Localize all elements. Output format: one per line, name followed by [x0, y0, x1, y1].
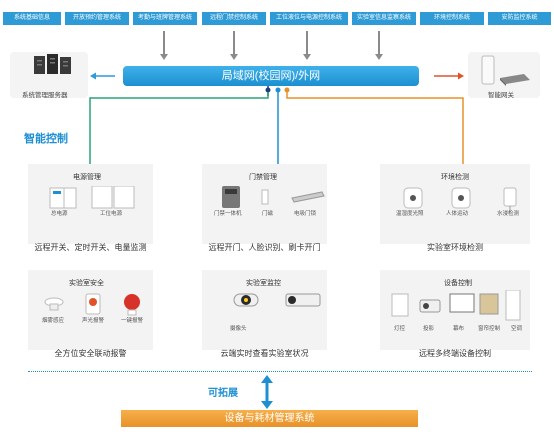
tab-environment[interactable]: 环境控制系统 [420, 12, 484, 25]
card-title: 实验室安全 [69, 280, 104, 287]
server-box [10, 52, 88, 98]
expand-label: 可拓展 [208, 388, 238, 399]
tab-station-power[interactable]: 工位液位与电源控制系统 [270, 12, 348, 25]
device-label: 人体运动 [446, 211, 469, 217]
access-devices-icon [222, 186, 325, 208]
device-label: 温湿度光照 [396, 211, 424, 217]
double-arrow-vertical-icon [261, 375, 273, 409]
card-title: 实验室监控 [246, 280, 281, 287]
device-label: 窗帘控制 [478, 326, 501, 332]
gateway-box [468, 52, 540, 98]
arrow-down-icon [160, 31, 168, 60]
arrow-down-icon [303, 31, 311, 60]
device-label: 总电源 [51, 211, 68, 217]
tab-basic-info[interactable]: 系统基础信息 [3, 12, 61, 25]
device-label: 门磁 [262, 211, 274, 217]
server-icon [34, 54, 71, 74]
gateway-label: 智能网关 [488, 92, 514, 99]
device-label: 水浸检测 [497, 211, 520, 217]
router-icon [481, 55, 530, 86]
device-label: 幕布 [453, 326, 465, 332]
card-title: 环境检测 [441, 174, 469, 181]
server-label: 系统管理服务器 [22, 92, 68, 99]
device-label: 电吸门锁 [294, 211, 317, 217]
card-caption: 全方位安全联动报警 [54, 349, 127, 358]
tab-attendance[interactable]: 考勤与班牌管理系统 [133, 12, 197, 25]
device-label: 投影 [423, 326, 435, 332]
device-label: 门禁一体机 [214, 211, 242, 217]
device-label: 烟雾感应 [42, 318, 65, 324]
card-caption: 云端实时查看实验室状况 [220, 349, 309, 358]
card-caption: 远程开门、人脸识别、刷卡开门 [208, 243, 321, 252]
card-caption: 实验室环境检测 [427, 243, 483, 252]
equipment-devices-icon [391, 290, 521, 321]
card-camera [202, 270, 327, 350]
device-label: 灯控 [394, 326, 406, 332]
arrow-down-icon [375, 31, 383, 60]
network-bar: 局域网(校园网)/外网 [123, 66, 419, 86]
tab-reservation[interactable]: 开放预约管理系统 [65, 12, 129, 25]
device-label: 一键报警 [121, 318, 144, 324]
divider [28, 371, 532, 372]
card-caption: 远程多终端设备控制 [419, 349, 491, 358]
double-arrow-icon [90, 72, 115, 80]
double-arrow-icon [434, 72, 464, 80]
bottom-system-bar: 设备与耗材管理系统 [121, 410, 418, 427]
device-label: 摄像头 [230, 326, 247, 332]
safety-devices-icon [44, 293, 140, 316]
arrow-down-icon [230, 31, 238, 60]
device-label: 声光报警 [82, 318, 105, 324]
section-title: 智能控制 [24, 133, 68, 145]
power-devices-icon [49, 186, 135, 209]
tab-security[interactable]: 安防监控系统 [488, 12, 551, 25]
card-caption: 远程开关、定时开关、电量监测 [34, 243, 147, 252]
device-label: 空调 [511, 326, 523, 332]
card-title: 设备控制 [444, 280, 472, 287]
connection-lines [89, 86, 464, 171]
device-label: 工位电源 [100, 211, 123, 217]
camera-icon [233, 293, 321, 307]
environment-devices-icon [403, 187, 517, 212]
tab-lab-monitoring[interactable]: 实验室信息监察系统 [352, 12, 416, 25]
card-title: 电源管理 [73, 174, 101, 181]
tab-access-control[interactable]: 远程门禁控制系统 [202, 12, 266, 25]
card-title: 门禁管理 [249, 174, 277, 181]
